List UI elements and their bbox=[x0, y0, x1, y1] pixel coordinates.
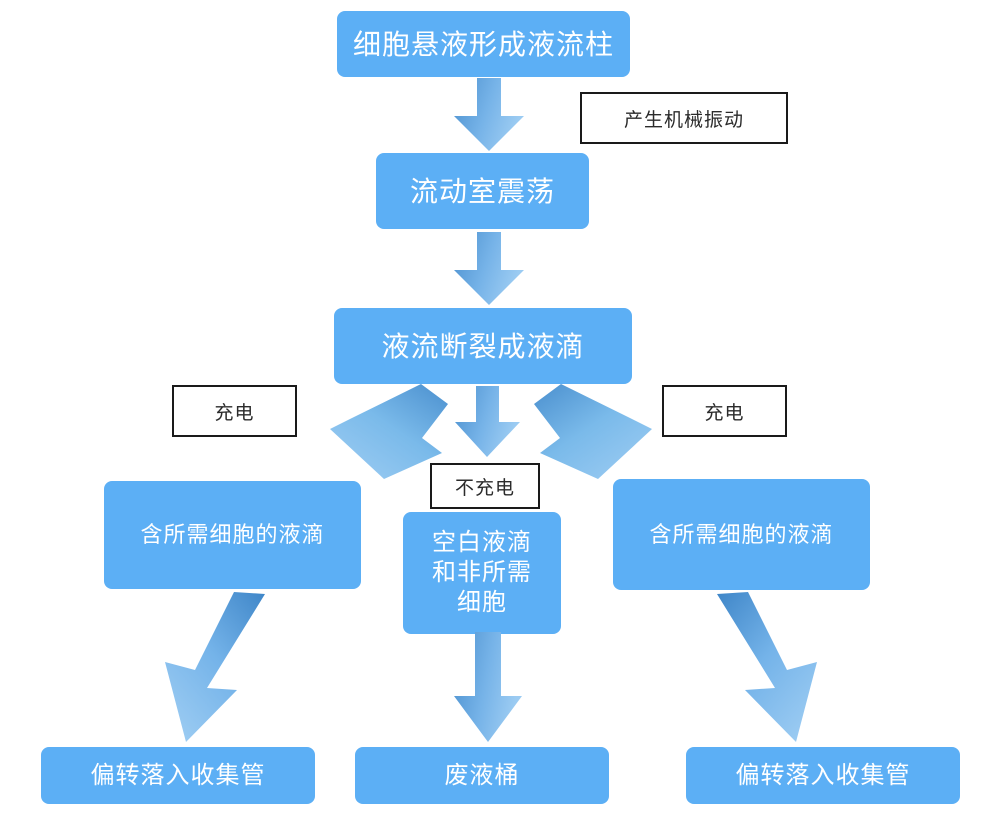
node-blank-droplet-and-unwanted-cells[interactable]: 空白液滴 和非所需 细胞 bbox=[403, 512, 561, 634]
node-droplet-with-target-cells-left[interactable]: 含所需细胞的液滴 bbox=[104, 481, 361, 589]
arrow-down-chamber-to-droplets bbox=[450, 232, 528, 306]
arrow-diagonal-left-droplets-to-target-left bbox=[318, 384, 448, 480]
arrow-diagonal-left-target-left-to-tube bbox=[147, 592, 267, 744]
arrow-down-blank-to-waste bbox=[451, 632, 525, 744]
label-charge-right: 充电 bbox=[662, 385, 787, 437]
arrow-down-suspension-to-chamber bbox=[450, 78, 528, 152]
label-mechanical-vibration: 产生机械振动 bbox=[580, 92, 788, 144]
node-cell-suspension-stream[interactable]: 细胞悬液形成液流柱 bbox=[337, 11, 630, 77]
arrow-diagonal-right-droplets-to-target-right bbox=[534, 384, 664, 480]
label-charge-left: 充电 bbox=[172, 385, 297, 437]
arrow-diagonal-right-target-right-to-tube bbox=[715, 592, 835, 744]
node-stream-breaks-into-droplets[interactable]: 液流断裂成液滴 bbox=[334, 308, 632, 384]
node-deflect-into-collection-tube-left[interactable]: 偏转落入收集管 bbox=[41, 747, 315, 804]
node-flow-chamber-vibration[interactable]: 流动室震荡 bbox=[376, 153, 589, 229]
label-no-charge-center: 不充电 bbox=[430, 463, 540, 509]
node-droplet-with-target-cells-right[interactable]: 含所需细胞的液滴 bbox=[613, 479, 870, 590]
node-deflect-into-collection-tube-right[interactable]: 偏转落入收集管 bbox=[686, 747, 960, 804]
arrow-down-droplets-to-blank bbox=[452, 386, 524, 458]
node-waste-container[interactable]: 废液桶 bbox=[355, 747, 609, 804]
